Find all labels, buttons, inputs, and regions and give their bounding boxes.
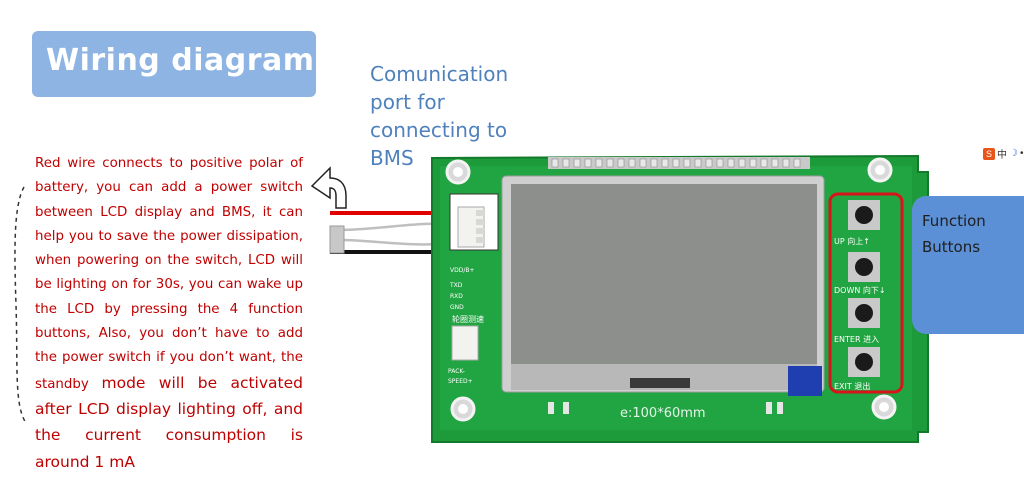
- button-enter-label: ENTER 进入: [834, 335, 879, 344]
- description-lead: Red wire connects to positive polar of b…: [35, 156, 303, 392]
- button-down[interactable]: [848, 252, 880, 282]
- pin-label-speed: SPEED+: [448, 378, 473, 385]
- speed-connector: [451, 325, 479, 361]
- function-buttons-label: Function Buttons: [922, 208, 1024, 260]
- button-enter[interactable]: [848, 298, 880, 328]
- bottom-components: [548, 402, 783, 414]
- description-tail: mode will be activated after LCD display…: [35, 373, 303, 471]
- ime-toolbar[interactable]: S 中 ☽ •: [983, 146, 1024, 161]
- speed-connector-label: 轮圈测速: [452, 314, 484, 324]
- curved-arrow-icon: [310, 166, 347, 209]
- button-exit[interactable]: [848, 347, 880, 377]
- ime-dot-icon[interactable]: •: [1019, 148, 1024, 159]
- pin-label-txd: TXD: [449, 282, 463, 289]
- wire-clip: [329, 225, 345, 254]
- button-up[interactable]: [848, 200, 880, 230]
- top-pin-header: [548, 157, 810, 169]
- pin-label-gnd: GND: [450, 304, 464, 311]
- mounting-holes: [445, 157, 897, 422]
- function-buttons-text: Function Buttons: [922, 212, 986, 256]
- comm-port-label: Comunication port for connecting to BMS: [370, 62, 509, 170]
- title-box: Wiring diagram: [32, 31, 316, 97]
- board-size-text: e:100*60mm: [620, 406, 706, 421]
- dashed-bracket: [14, 186, 27, 424]
- button-up-label: UP 向上↑: [834, 236, 870, 246]
- function-buttons-callout: Function Buttons: [912, 196, 1024, 334]
- buttons-highlight: [828, 192, 904, 394]
- ime-moon-icon[interactable]: ☽: [1009, 148, 1018, 159]
- lcd-screen: [511, 184, 817, 364]
- blue-component: [788, 366, 822, 396]
- pin-label-vdd: VDD/B+: [450, 267, 475, 274]
- ime-logo-icon[interactable]: S: [983, 147, 995, 160]
- lcd-flex-cable: [630, 378, 690, 388]
- bms-connector-pins: [476, 210, 484, 243]
- bms-connector-label: BMS通讯: [452, 195, 485, 205]
- pin-label-rxd: RXD: [450, 293, 463, 300]
- page-title: Wiring diagram: [46, 43, 315, 78]
- ime-lang-toggle[interactable]: 中: [997, 150, 1007, 161]
- button-exit-label: EXIT 退出: [834, 381, 870, 391]
- pin-label-pack: PACK-: [448, 368, 465, 375]
- wiring-description: Red wire connects to positive polar of b…: [35, 152, 303, 476]
- button-down-label: DOWN 向下↓: [834, 285, 886, 295]
